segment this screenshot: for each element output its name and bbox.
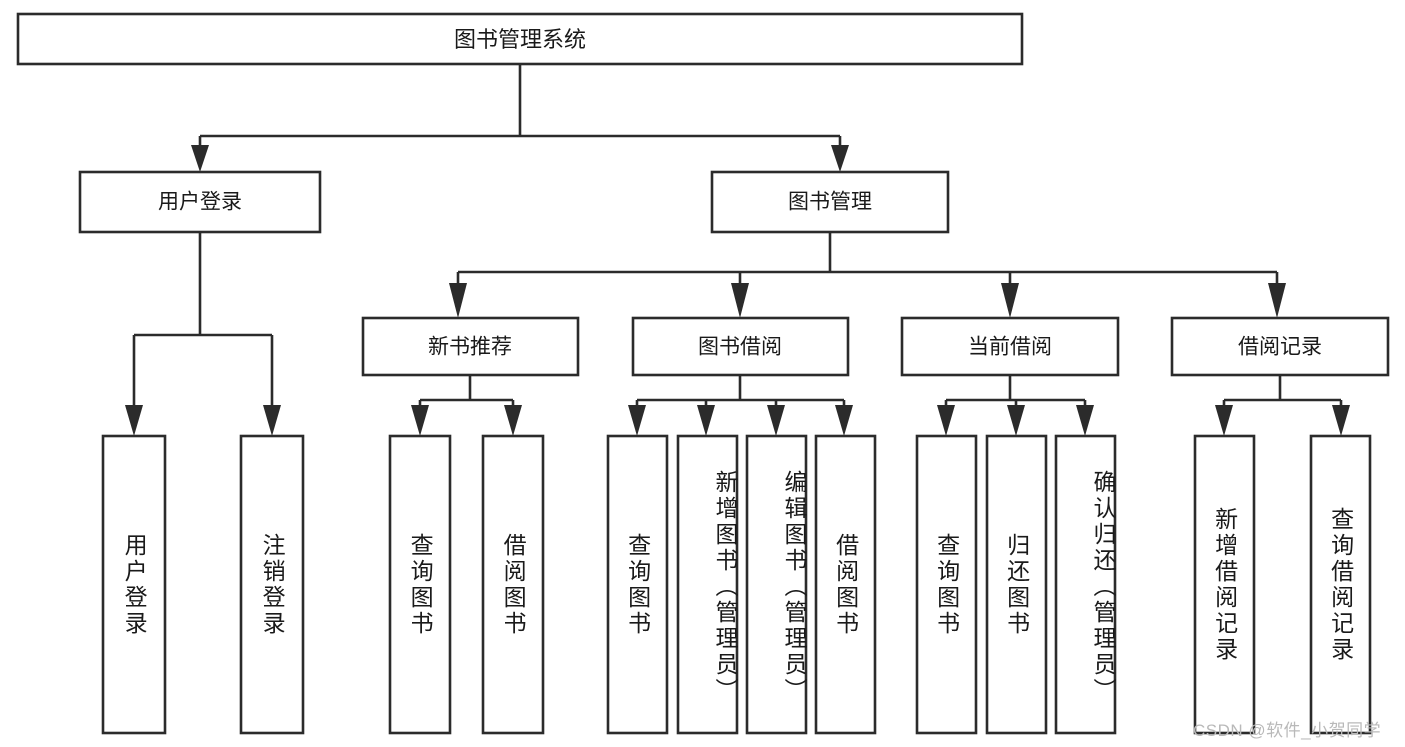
leaf-box-borrow-query[interactable] — [606, 434, 669, 735]
connector-bookborrow-to-leaves — [628, 375, 853, 436]
leaf-box-newbook-borrow[interactable] — [481, 434, 545, 735]
csdn-watermark: CSDN @软件_小贺同学 — [1193, 721, 1382, 740]
leaf-box-borrow-lend[interactable] — [814, 434, 877, 735]
leaf-box-current-query[interactable] — [915, 434, 978, 735]
arrow-to-leaf-logout — [263, 405, 281, 436]
arrow-to-leaf-user-login — [125, 405, 143, 436]
leaf-box-current-confirm[interactable] — [1054, 434, 1117, 735]
node-borrow-record[interactable]: 借阅记录 — [1170, 316, 1390, 377]
leaf-box-logout[interactable] — [239, 434, 305, 735]
node-current-borrow[interactable]: 当前借阅 — [900, 316, 1120, 377]
leaf-box-borrow-add[interactable] — [676, 434, 739, 735]
connector-root-to-level2 — [191, 64, 849, 172]
node-book-manage-label: 图书管理 — [788, 191, 872, 214]
node-user-login[interactable]: 用户登录 — [78, 170, 322, 234]
leaf-box-current-return[interactable] — [985, 434, 1048, 735]
connector-bookmanage-to-level3 — [449, 232, 1286, 318]
leaf-box-record-query[interactable] — [1309, 434, 1372, 735]
node-user-login-label: 用户登录 — [158, 191, 242, 214]
node-root[interactable]: 图书管理系统 — [16, 12, 1024, 66]
arrow-to-book-manage — [831, 145, 849, 172]
arrow-to-borrow-record — [1268, 283, 1286, 318]
node-new-book-recommend[interactable]: 新书推荐 — [361, 316, 580, 377]
connector-borrowrecord-to-leaves — [1215, 375, 1350, 436]
node-current-borrow-label: 当前借阅 — [968, 336, 1052, 359]
arrow-to-current-borrow — [1001, 283, 1019, 318]
connector-newbook-to-leaves — [411, 375, 522, 436]
node-book-borrow[interactable]: 图书借阅 — [631, 316, 850, 377]
connector-currentborrow-to-leaves — [937, 375, 1094, 436]
node-book-borrow-label: 图书借阅 — [698, 336, 782, 359]
connector-userlogin-to-leaves — [125, 232, 281, 436]
arrow-to-book-borrow — [731, 283, 749, 318]
node-root-label: 图书管理系统 — [454, 27, 586, 52]
node-book-manage[interactable]: 图书管理 — [710, 170, 950, 234]
leaf-box-user-login[interactable] — [101, 434, 167, 735]
arrow-to-user-login — [191, 145, 209, 172]
leaf-box-record-add[interactable] — [1193, 434, 1256, 735]
leaf-box-borrow-edit[interactable] — [745, 434, 808, 735]
node-borrow-record-label: 借阅记录 — [1238, 336, 1322, 359]
node-new-book-recommend-label: 新书推荐 — [428, 336, 512, 359]
arrow-to-new-book — [449, 283, 467, 318]
leaf-box-newbook-query[interactable] — [388, 434, 452, 735]
